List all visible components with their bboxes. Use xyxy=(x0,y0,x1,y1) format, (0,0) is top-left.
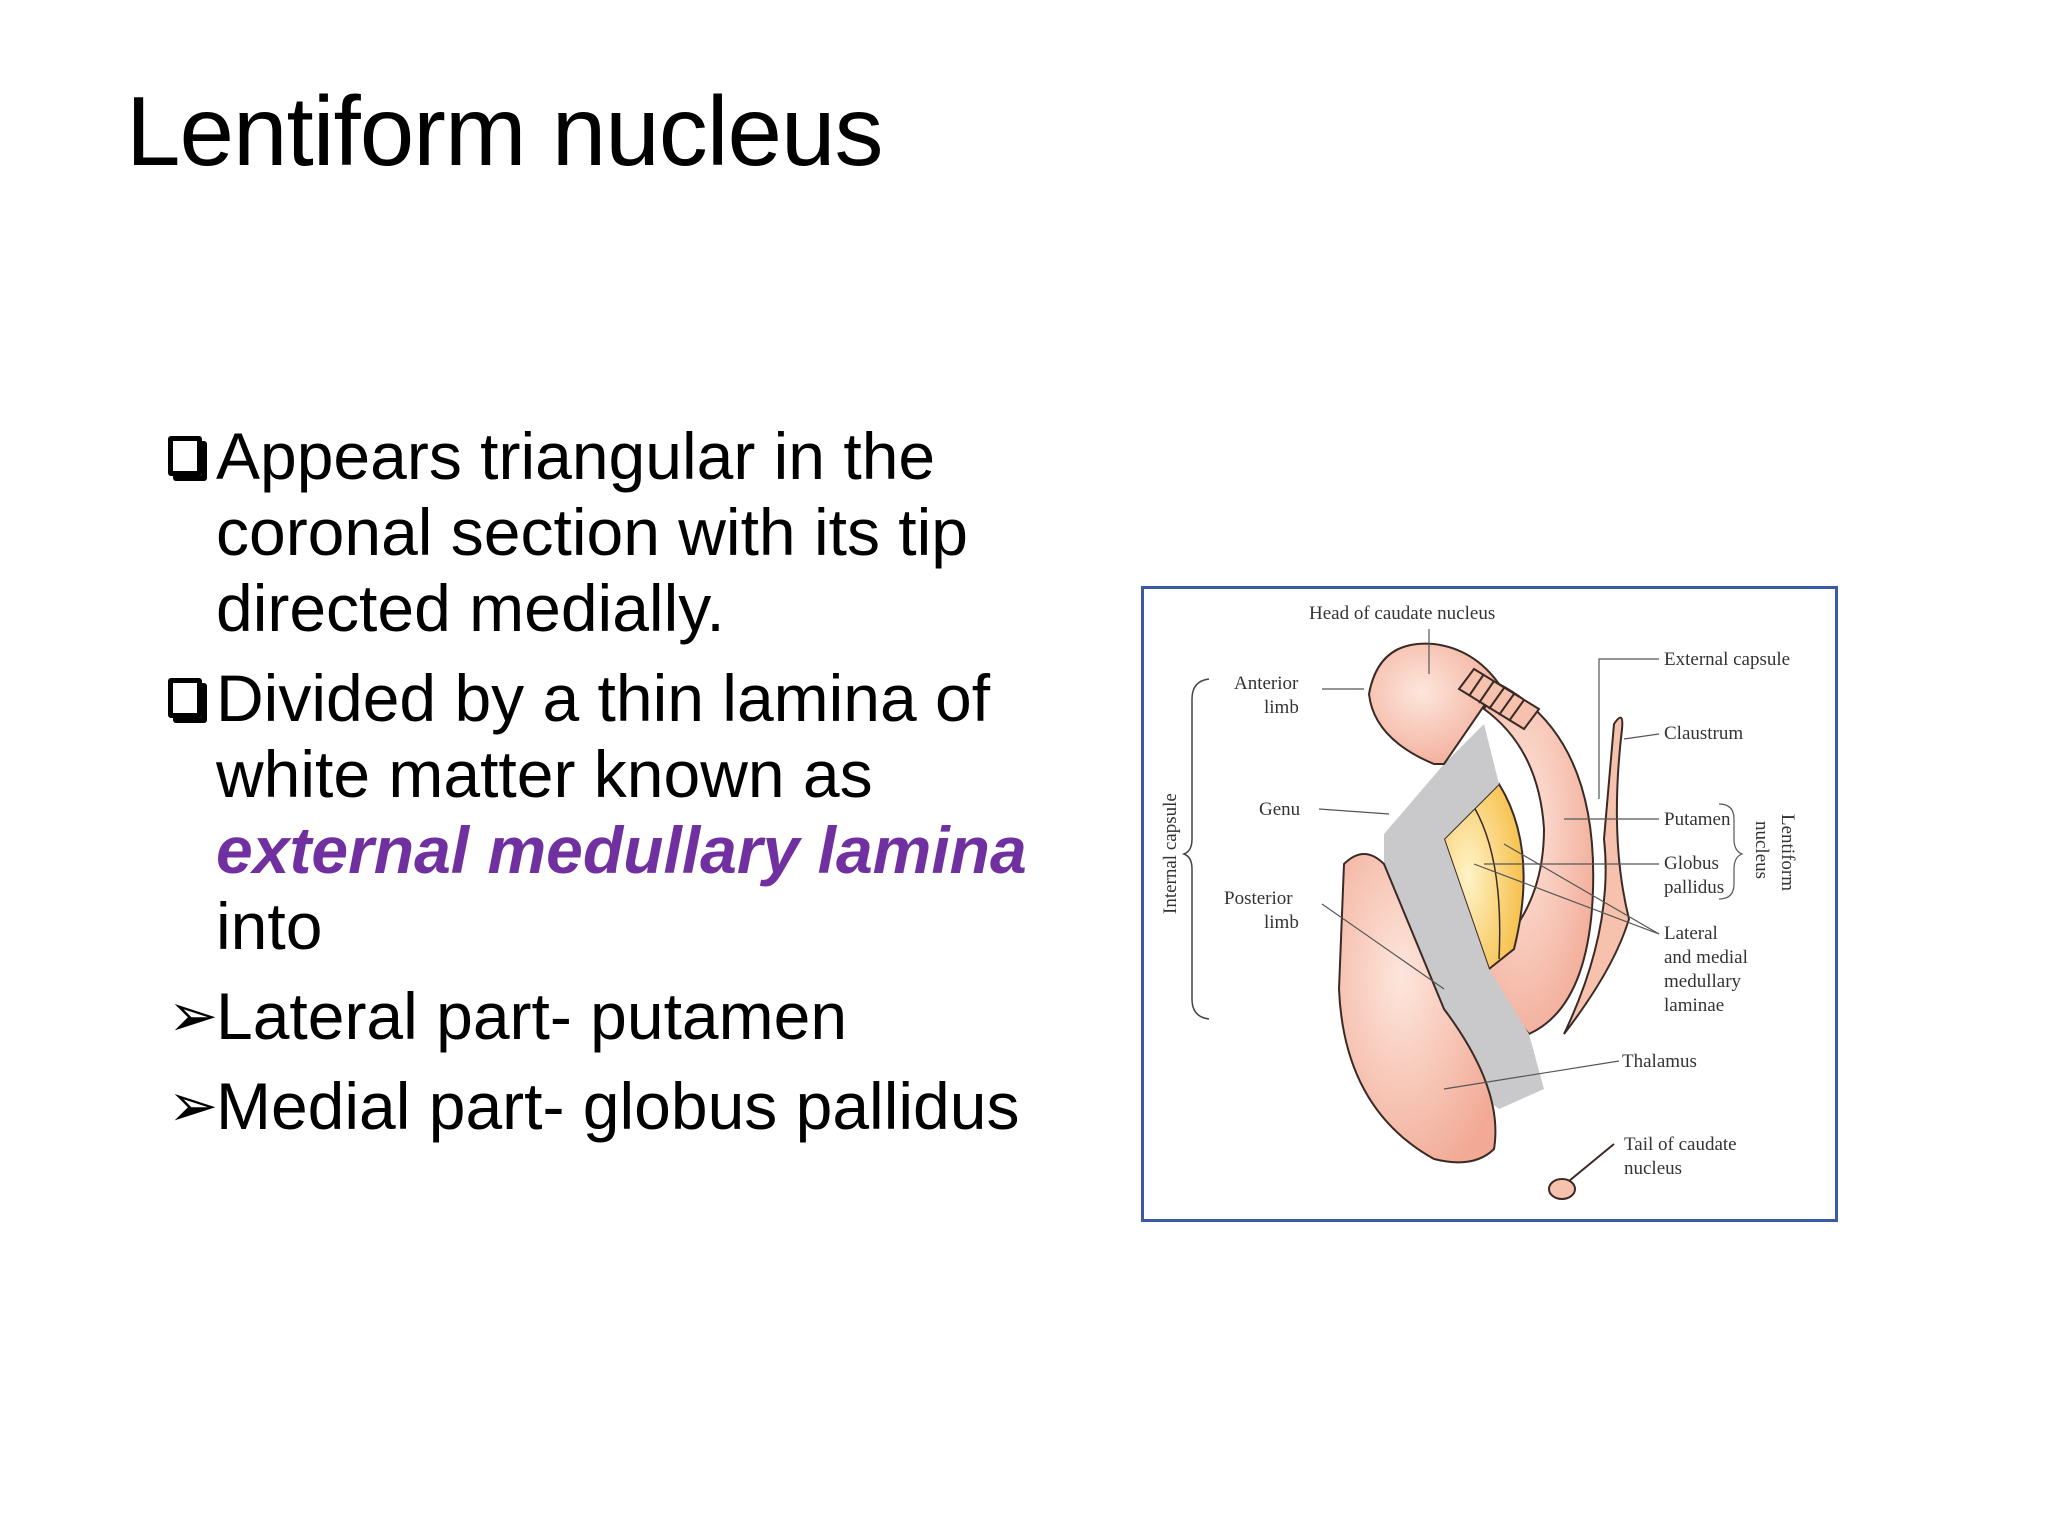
tail-caudate-shape xyxy=(1548,1178,1576,1200)
label-head-caudate: Head of caudate nucleus xyxy=(1309,603,1495,624)
label-tail-caudate: Tail of caudate xyxy=(1624,1134,1737,1155)
label-laminae-1: Lateral xyxy=(1664,923,1718,944)
label-globus: Globus xyxy=(1664,853,1719,874)
bullet-item: ➢ Lateral part- putamen xyxy=(168,978,1048,1054)
bullet-item: Appears triangular in the coronal sectio… xyxy=(168,418,1048,646)
bullet-text-after: into xyxy=(216,889,323,963)
highlight-term: external medullary lamina xyxy=(216,813,1027,887)
label-laminae-3: medullary xyxy=(1664,971,1742,992)
head-caudate-shape xyxy=(1367,642,1501,765)
label-thalamus: Thalamus xyxy=(1622,1051,1697,1072)
checkbox-bullet-icon xyxy=(168,660,202,736)
brain-diagram-frame: Head of caudate nucleus External capsule… xyxy=(1141,586,1838,1222)
bullet-text: Appears triangular in the coronal sectio… xyxy=(216,419,969,645)
bullet-item: Divided by a thin lamina of white matter… xyxy=(168,660,1048,964)
label-pallidus: pallidus xyxy=(1664,877,1724,898)
label-posterior-limb-2: limb xyxy=(1264,912,1299,933)
thalamus-shape xyxy=(1337,853,1497,1164)
bullet-item: ➢ Medial part- globus pallidus xyxy=(168,1068,1048,1144)
label-anterior-limb: Anterior xyxy=(1234,673,1299,694)
label-lentiform-nucleus: nucleus xyxy=(1751,821,1772,879)
label-genu: Genu xyxy=(1259,799,1301,820)
label-tail-caudate-2: nucleus xyxy=(1624,1158,1682,1179)
bullet-text: Lateral part- putamen xyxy=(216,979,848,1053)
label-posterior-limb: Posterior xyxy=(1224,888,1293,909)
bullet-text: Medial part- globus pallidus xyxy=(216,1069,1020,1143)
bullet-list: Appears triangular in the coronal sectio… xyxy=(168,418,1048,1158)
label-internal-capsule: Internal capsule xyxy=(1160,793,1181,914)
lentiform-diagram: Head of caudate nucleus External capsule… xyxy=(1160,603,1798,1200)
internal-capsule-shape xyxy=(1384,724,1544,1109)
arrow-bullet-icon: ➢ xyxy=(168,1072,219,1139)
label-external-capsule: External capsule xyxy=(1664,649,1790,670)
label-putamen: Putamen xyxy=(1664,809,1731,830)
checkbox-bullet-icon xyxy=(168,418,202,494)
label-laminae-2: and medial xyxy=(1664,947,1748,968)
claustrum-shape xyxy=(1563,716,1631,1035)
label-anterior-limb-2: limb xyxy=(1264,697,1299,718)
bullet-text: Divided by a thin lamina of white matter… xyxy=(216,661,991,811)
label-lentiform: Lentiform xyxy=(1777,814,1798,891)
slide-title: Lentiform nucleus xyxy=(126,76,884,186)
arrow-bullet-icon: ➢ xyxy=(168,982,219,1049)
label-laminae-4: laminae xyxy=(1664,995,1724,1016)
label-claustrum: Claustrum xyxy=(1664,723,1743,744)
